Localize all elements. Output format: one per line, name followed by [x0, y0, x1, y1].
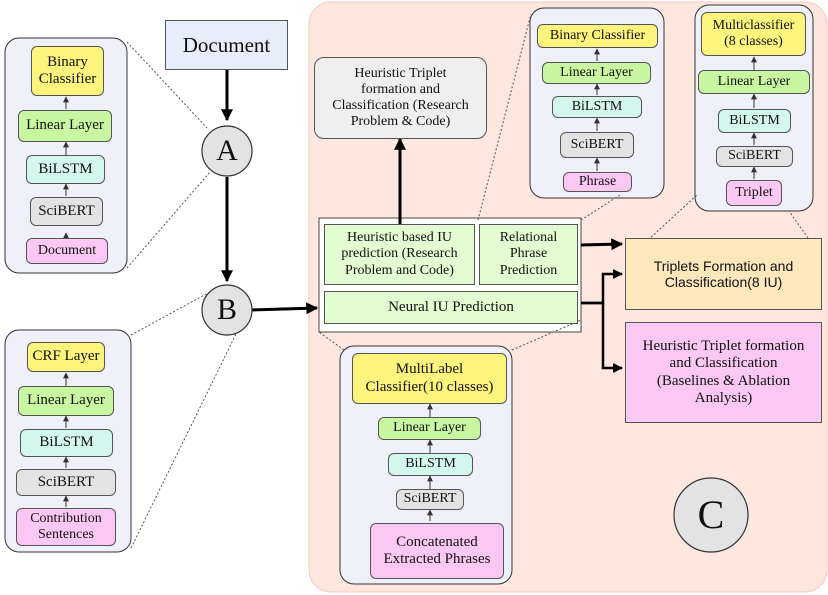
panel-iu-linear-layer: Linear Layer [378, 417, 481, 440]
panel-arrows [63, 48, 757, 521]
relational-phrase-box: Relational Phrase Prediction [479, 224, 578, 285]
node-a-label: A [216, 133, 238, 167]
panel-b-linear-layer: Linear Layer [18, 386, 114, 416]
dotted-connectors [126, 13, 809, 549]
node-c-label: C [697, 492, 725, 537]
panel-triplet-input: Triplet [726, 180, 782, 206]
panel-triplet-classifier: Multiclassifier (8 classes) [701, 12, 806, 56]
panel-triplet-linear-layer: Linear Layer [698, 70, 810, 94]
panel-a-input: Document [26, 238, 108, 264]
panel-b-classifier: CRF Layer [27, 342, 105, 372]
heuristic-iu-box: Heuristic based IU prediction (Research … [324, 224, 475, 285]
panel-phrase-input: Phrase [563, 172, 632, 192]
flow-arrows [221, 70, 624, 315]
panel-a-bilstm: BiLSTM [26, 155, 105, 184]
triplets-formation-box: Triplets Formation and Classification(8 … [625, 238, 822, 310]
branch-arrows [581, 269, 623, 373]
panel-a-linear-layer: Linear Layer [18, 110, 112, 142]
panel-b-input: Contribution Sentences [16, 508, 116, 546]
node-b-circle [201, 284, 253, 336]
heuristic-top-box: Heuristic Triplet formation and Classifi… [314, 57, 487, 139]
panel-phrase-linear-layer: Linear Layer [542, 62, 651, 84]
panel-a-classifier: Binary Classifier [31, 46, 104, 96]
panel-phrase-classifier: Binary Classifier [537, 24, 658, 48]
node-b-label: B [216, 292, 237, 326]
panel-b-bilstm: BiLSTM [20, 429, 113, 457]
panel-a-scibert: SciBERT [30, 197, 103, 226]
neural-iu-box: Neural IU Prediction [324, 291, 578, 324]
node-c-circle [673, 477, 749, 553]
baselines-box: Heuristic Triplet formation and Classifi… [625, 322, 822, 423]
document-box: Document [165, 20, 288, 70]
panel-b-scibert: SciBERT [16, 469, 116, 496]
node-a-circle [201, 125, 253, 177]
panel-iu-scibert: SciBERT [396, 489, 464, 510]
panel-iu-bilstm: BiLSTM [388, 453, 473, 476]
panel-phrase-scibert: SciBERT [560, 132, 634, 158]
panel-iu-input: Concatenated Extracted Phrases [370, 523, 504, 579]
panel-phrase-bilstm: BiLSTM [552, 96, 642, 118]
panel-triplet-scibert: SciBERT [716, 146, 793, 167]
panel-iu-classifier: MultiLabel Classifier(10 classes) [352, 353, 507, 404]
panel-triplet-bilstm: BiLSTM [718, 109, 791, 133]
